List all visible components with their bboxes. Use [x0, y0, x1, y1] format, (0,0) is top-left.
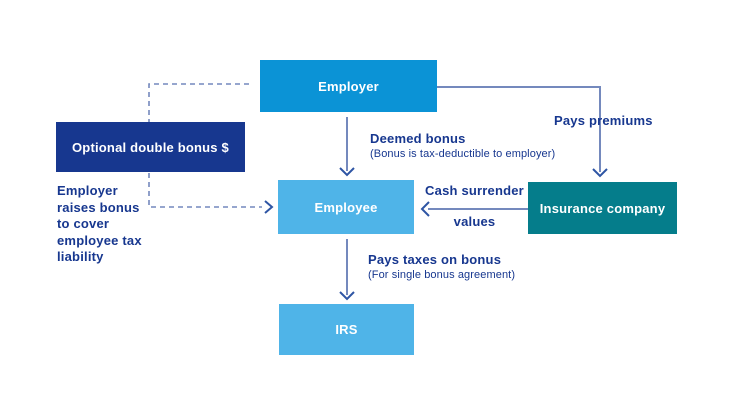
- employee-node: Employee: [278, 180, 414, 234]
- employer-node: Employer: [260, 60, 437, 112]
- insurance-company-node: Insurance company: [528, 182, 677, 234]
- cash-surrender-edge-label-bottom: values: [421, 214, 528, 229]
- deemed-bonus-note: (Bonus is tax-deductible to employer): [370, 148, 556, 160]
- raises-bonus-text: Employer raises bonus to cover employee …: [57, 183, 142, 264]
- deemed-bonus-arrowhead-icon: [339, 167, 355, 177]
- irs-node-label: IRS: [335, 322, 358, 337]
- deemed-bonus-edge-label: Deemed bonus (Bonus is tax-deductible to…: [370, 131, 555, 161]
- raises-bonus-edge-label: Employer raises bonus to cover employee …: [57, 183, 155, 266]
- raises-bonus-arrowhead-icon: [264, 200, 274, 214]
- pays-premiums-connector: [437, 86, 601, 172]
- optional-double-bonus-node: Optional double bonus $: [56, 122, 245, 172]
- pays-taxes-arrowhead-icon: [339, 291, 355, 301]
- cash-surrender-arrowhead-icon: [420, 201, 430, 217]
- pays-taxes-note: (For single bonus agreement): [368, 269, 516, 281]
- employee-node-label: Employee: [314, 199, 378, 215]
- employer-node-label: Employer: [318, 78, 379, 94]
- irs-node: IRS: [279, 304, 414, 355]
- pays-taxes-edge-label: Pays taxes on bonus (For single bonus ag…: [368, 252, 515, 282]
- pays-taxes-title: Pays taxes on bonus: [368, 252, 502, 267]
- pays-premiums-edge-label: Pays premiums: [554, 113, 653, 128]
- dashed-raises-bonus-connector: [148, 83, 262, 208]
- deemed-bonus-title: Deemed bonus: [370, 131, 466, 146]
- pays-premiums-arrowhead-icon: [592, 168, 608, 178]
- insurance-company-label: Insurance company: [539, 200, 666, 216]
- cash-surrender-title: Cash surrender: [425, 183, 524, 198]
- cash-surrender-edge-label-top: Cash surrender: [421, 183, 528, 198]
- pays-premiums-title: Pays premiums: [554, 113, 653, 128]
- optional-double-bonus-label: Optional double bonus $: [72, 139, 229, 155]
- cash-surrender-values: values: [453, 214, 496, 229]
